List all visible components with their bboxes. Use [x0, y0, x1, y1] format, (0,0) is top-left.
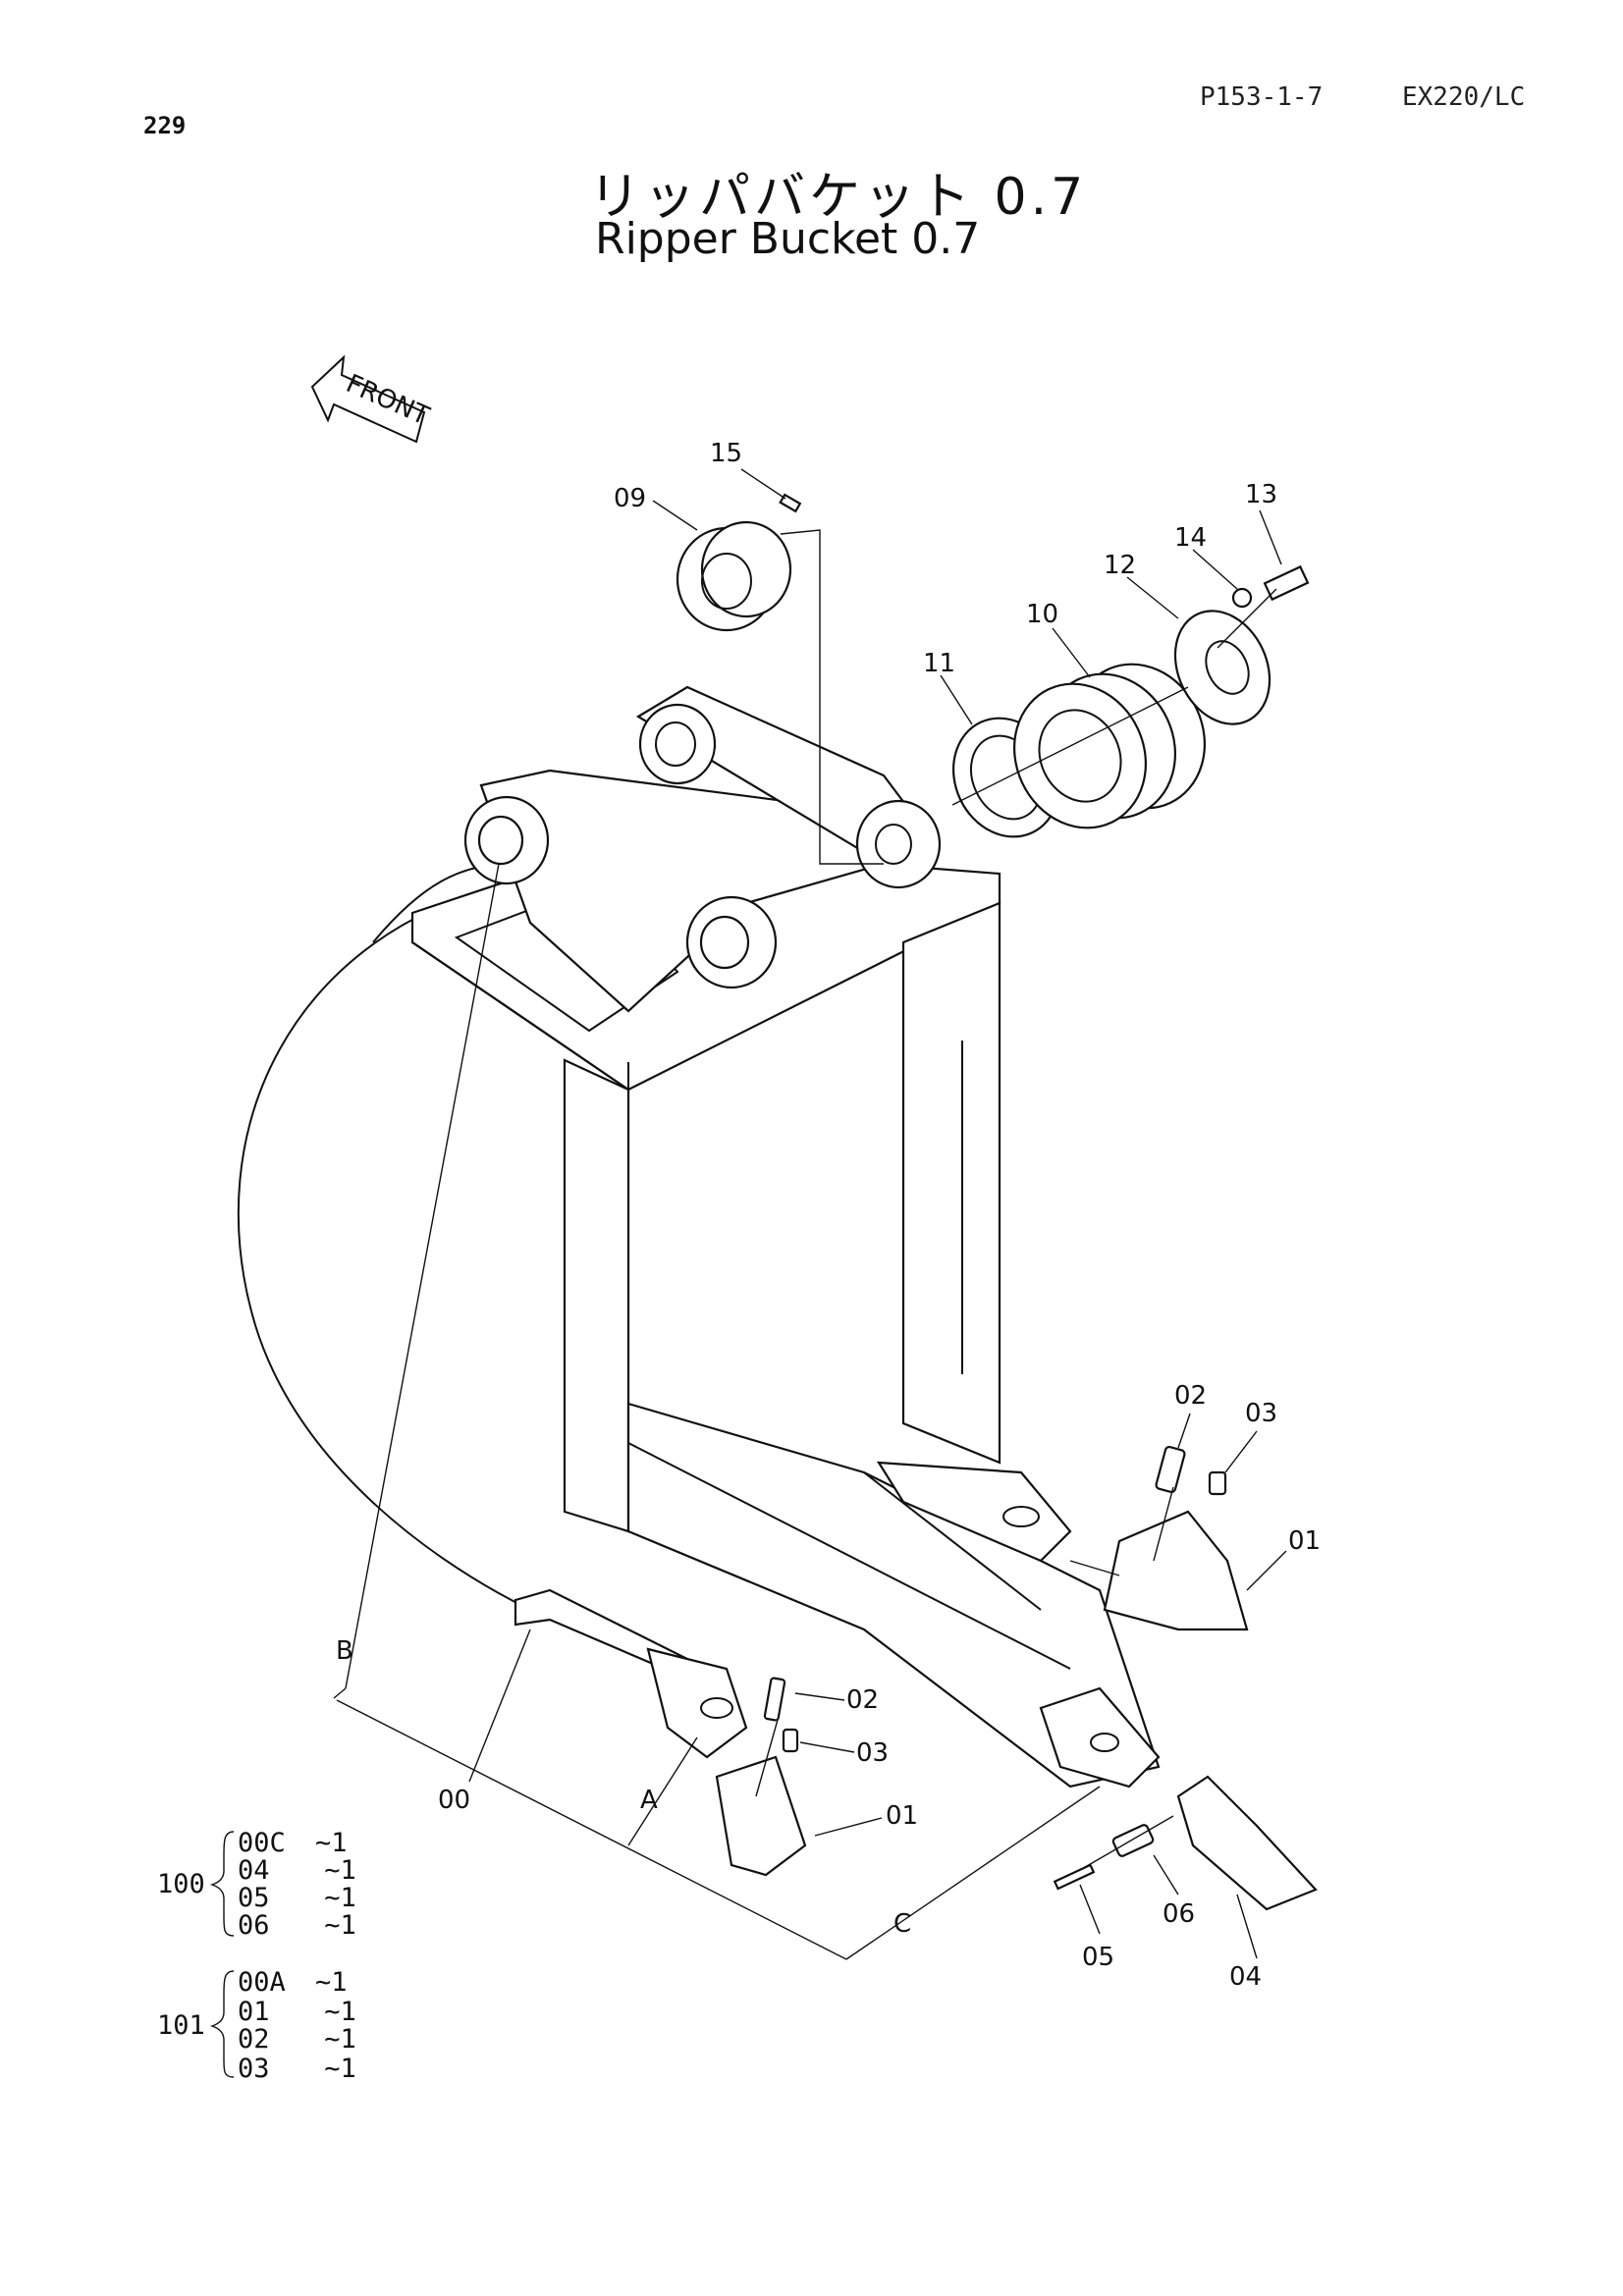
callout-12: 12 [1104, 551, 1136, 580]
kit-item-qty: ~1 [324, 1910, 356, 1941]
callout-C: C [893, 1909, 911, 1939]
kit-item: 04 ~1 [238, 1855, 356, 1886]
callout-09: 09 [614, 484, 646, 513]
kit-item: 05 ~1 [238, 1883, 356, 1913]
part-12-plate [1173, 610, 1271, 725]
kit-100-brace [209, 1831, 235, 1937]
callout-10: 10 [1026, 600, 1058, 629]
callout-01-mid: 01 [886, 1801, 918, 1831]
part-05-pin [1053, 1863, 1096, 1891]
page-number: 229 [143, 112, 187, 139]
kit-101-brace [209, 1970, 235, 2078]
callout-02-mid: 02 [846, 1685, 879, 1715]
kit-item-part: 00C [238, 1828, 286, 1858]
front-arrow: FRONT [310, 354, 433, 444]
callout-B: B [336, 1636, 353, 1666]
reference-code: P153-1-7 [1200, 82, 1324, 112]
kit-item-qty: ~1 [315, 1828, 348, 1858]
kit-item: 01 ~1 [238, 1997, 356, 2027]
part-03-lock-mid [782, 1728, 799, 1753]
callout-05: 05 [1082, 1943, 1114, 1972]
kit-item: 00C ~1 [238, 1828, 348, 1858]
front-label: FRONT [342, 369, 433, 432]
part-03-lock-right [1208, 1470, 1227, 1496]
part-02-pin-right [1155, 1445, 1186, 1494]
callout-03-mid: 03 [856, 1738, 889, 1768]
kit-item-qty: ~1 [324, 1997, 356, 2027]
model-name: EX220/LC [1402, 82, 1526, 112]
kit-item: 00A ~1 [238, 1967, 348, 1998]
part-06-lock [1111, 1824, 1155, 1857]
part-01-tooth-right [1103, 1510, 1249, 1631]
assembly-lines [333, 529, 1277, 1960]
callout-11: 11 [923, 649, 955, 678]
part-04-tooth [1176, 1775, 1318, 1911]
kit-id: 101 [157, 2010, 205, 2041]
part-01-tooth-mid [715, 1755, 807, 1877]
kit-item-part: 04 [238, 1855, 270, 1886]
kit-item-part: 03 [238, 2054, 270, 2084]
kit-item: 06 ~1 [238, 1910, 356, 1941]
kit-item-qty: ~1 [315, 1967, 348, 1998]
title-english: Ripper Bucket 0.7 [595, 214, 981, 264]
kit-item-part: 01 [238, 1997, 270, 2027]
part-02-pin-mid [763, 1677, 786, 1722]
kit-item-qty: ~1 [324, 1883, 356, 1913]
part-09-pin-collar [676, 520, 792, 632]
callout-13: 13 [1245, 480, 1277, 509]
leader-lines [652, 468, 1287, 1959]
callout-06: 06 [1163, 1899, 1195, 1929]
callout-14: 14 [1174, 523, 1207, 553]
kit-item-qty: ~1 [324, 1855, 356, 1886]
callout-15: 15 [710, 439, 742, 468]
kit-item-part: 02 [238, 2024, 270, 2055]
kit-item: 02 ~1 [238, 2024, 356, 2055]
kit-item-part: 06 [238, 1910, 270, 1941]
kit-item-part: 00A [238, 1967, 286, 1998]
part-13-bolt [1263, 564, 1310, 602]
callout-01-right: 01 [1288, 1526, 1321, 1556]
part-14-washer [1231, 587, 1253, 609]
callout-A: A [640, 1786, 658, 1815]
title-japanese: リッパバケット 0.7 [589, 168, 1088, 227]
callout-02-right: 02 [1174, 1381, 1207, 1411]
callout-00: 00 [438, 1786, 470, 1815]
bucket-body [237, 685, 1161, 1789]
kit-id: 100 [157, 1869, 205, 1899]
kit-item-qty: ~1 [324, 2054, 356, 2084]
kit-item: 03 ~1 [238, 2054, 356, 2084]
kit-item-qty: ~1 [324, 2024, 356, 2055]
callout-03-right: 03 [1245, 1399, 1277, 1428]
callout-04: 04 [1229, 1962, 1262, 1992]
kit-item-part: 05 [238, 1883, 270, 1913]
